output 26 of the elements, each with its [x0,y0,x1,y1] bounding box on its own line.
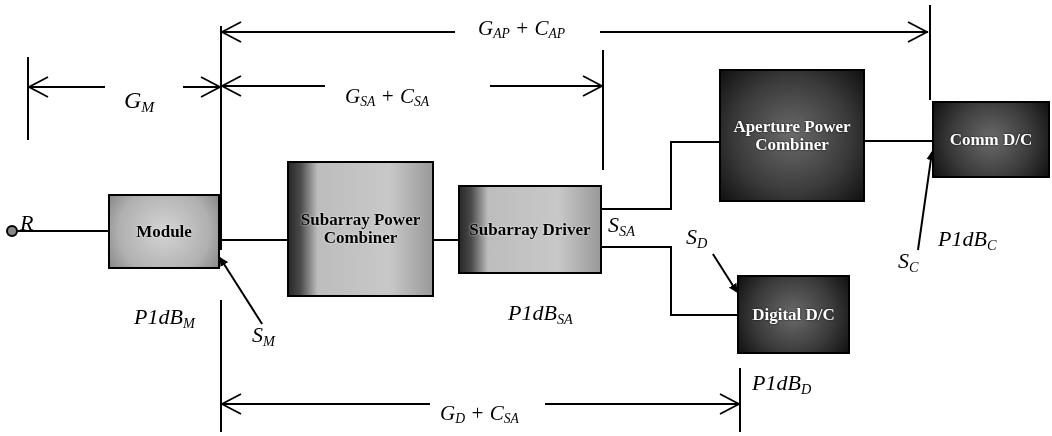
leader-arrow [711,253,738,293]
terminal-circle [6,225,18,237]
block-box: Module [108,194,220,269]
block-box: Digital D/C [737,275,850,354]
math-label: G$_{M}$ [124,88,155,115]
signal-label: S$_{D}$ [686,224,708,249]
math-label: S$_{SA}$ [608,214,635,238]
block-box: Aperture Power Combiner [719,69,865,202]
signal-line [433,239,459,241]
signal-line [864,140,933,142]
terminal-label: R [20,212,34,234]
math-label: P1dB$_{D}$ [752,372,812,396]
math-label: P1dB$_{M}$ [134,306,195,330]
signal-line [601,246,738,316]
signal-label: S$_{C}$ [898,248,919,273]
math-label: P1dB$_{SA}$ [508,302,573,326]
math-label: P1dB$_{C}$ [938,228,997,252]
math-label: G$_{SA}$ + C$_{SA}$ [345,86,430,110]
signal-line [601,141,720,210]
leader-arrow [219,256,264,325]
math-label: G$_{AP}$ + C$_{AP}$ [478,18,566,42]
signal-line [17,230,109,232]
signal-line [219,239,288,241]
math-label: G$_{D}$ + C$_{SA}$ [440,403,519,427]
block-box: Comm D/C [932,101,1050,178]
signal-label: S$_{M}$ [252,322,275,347]
